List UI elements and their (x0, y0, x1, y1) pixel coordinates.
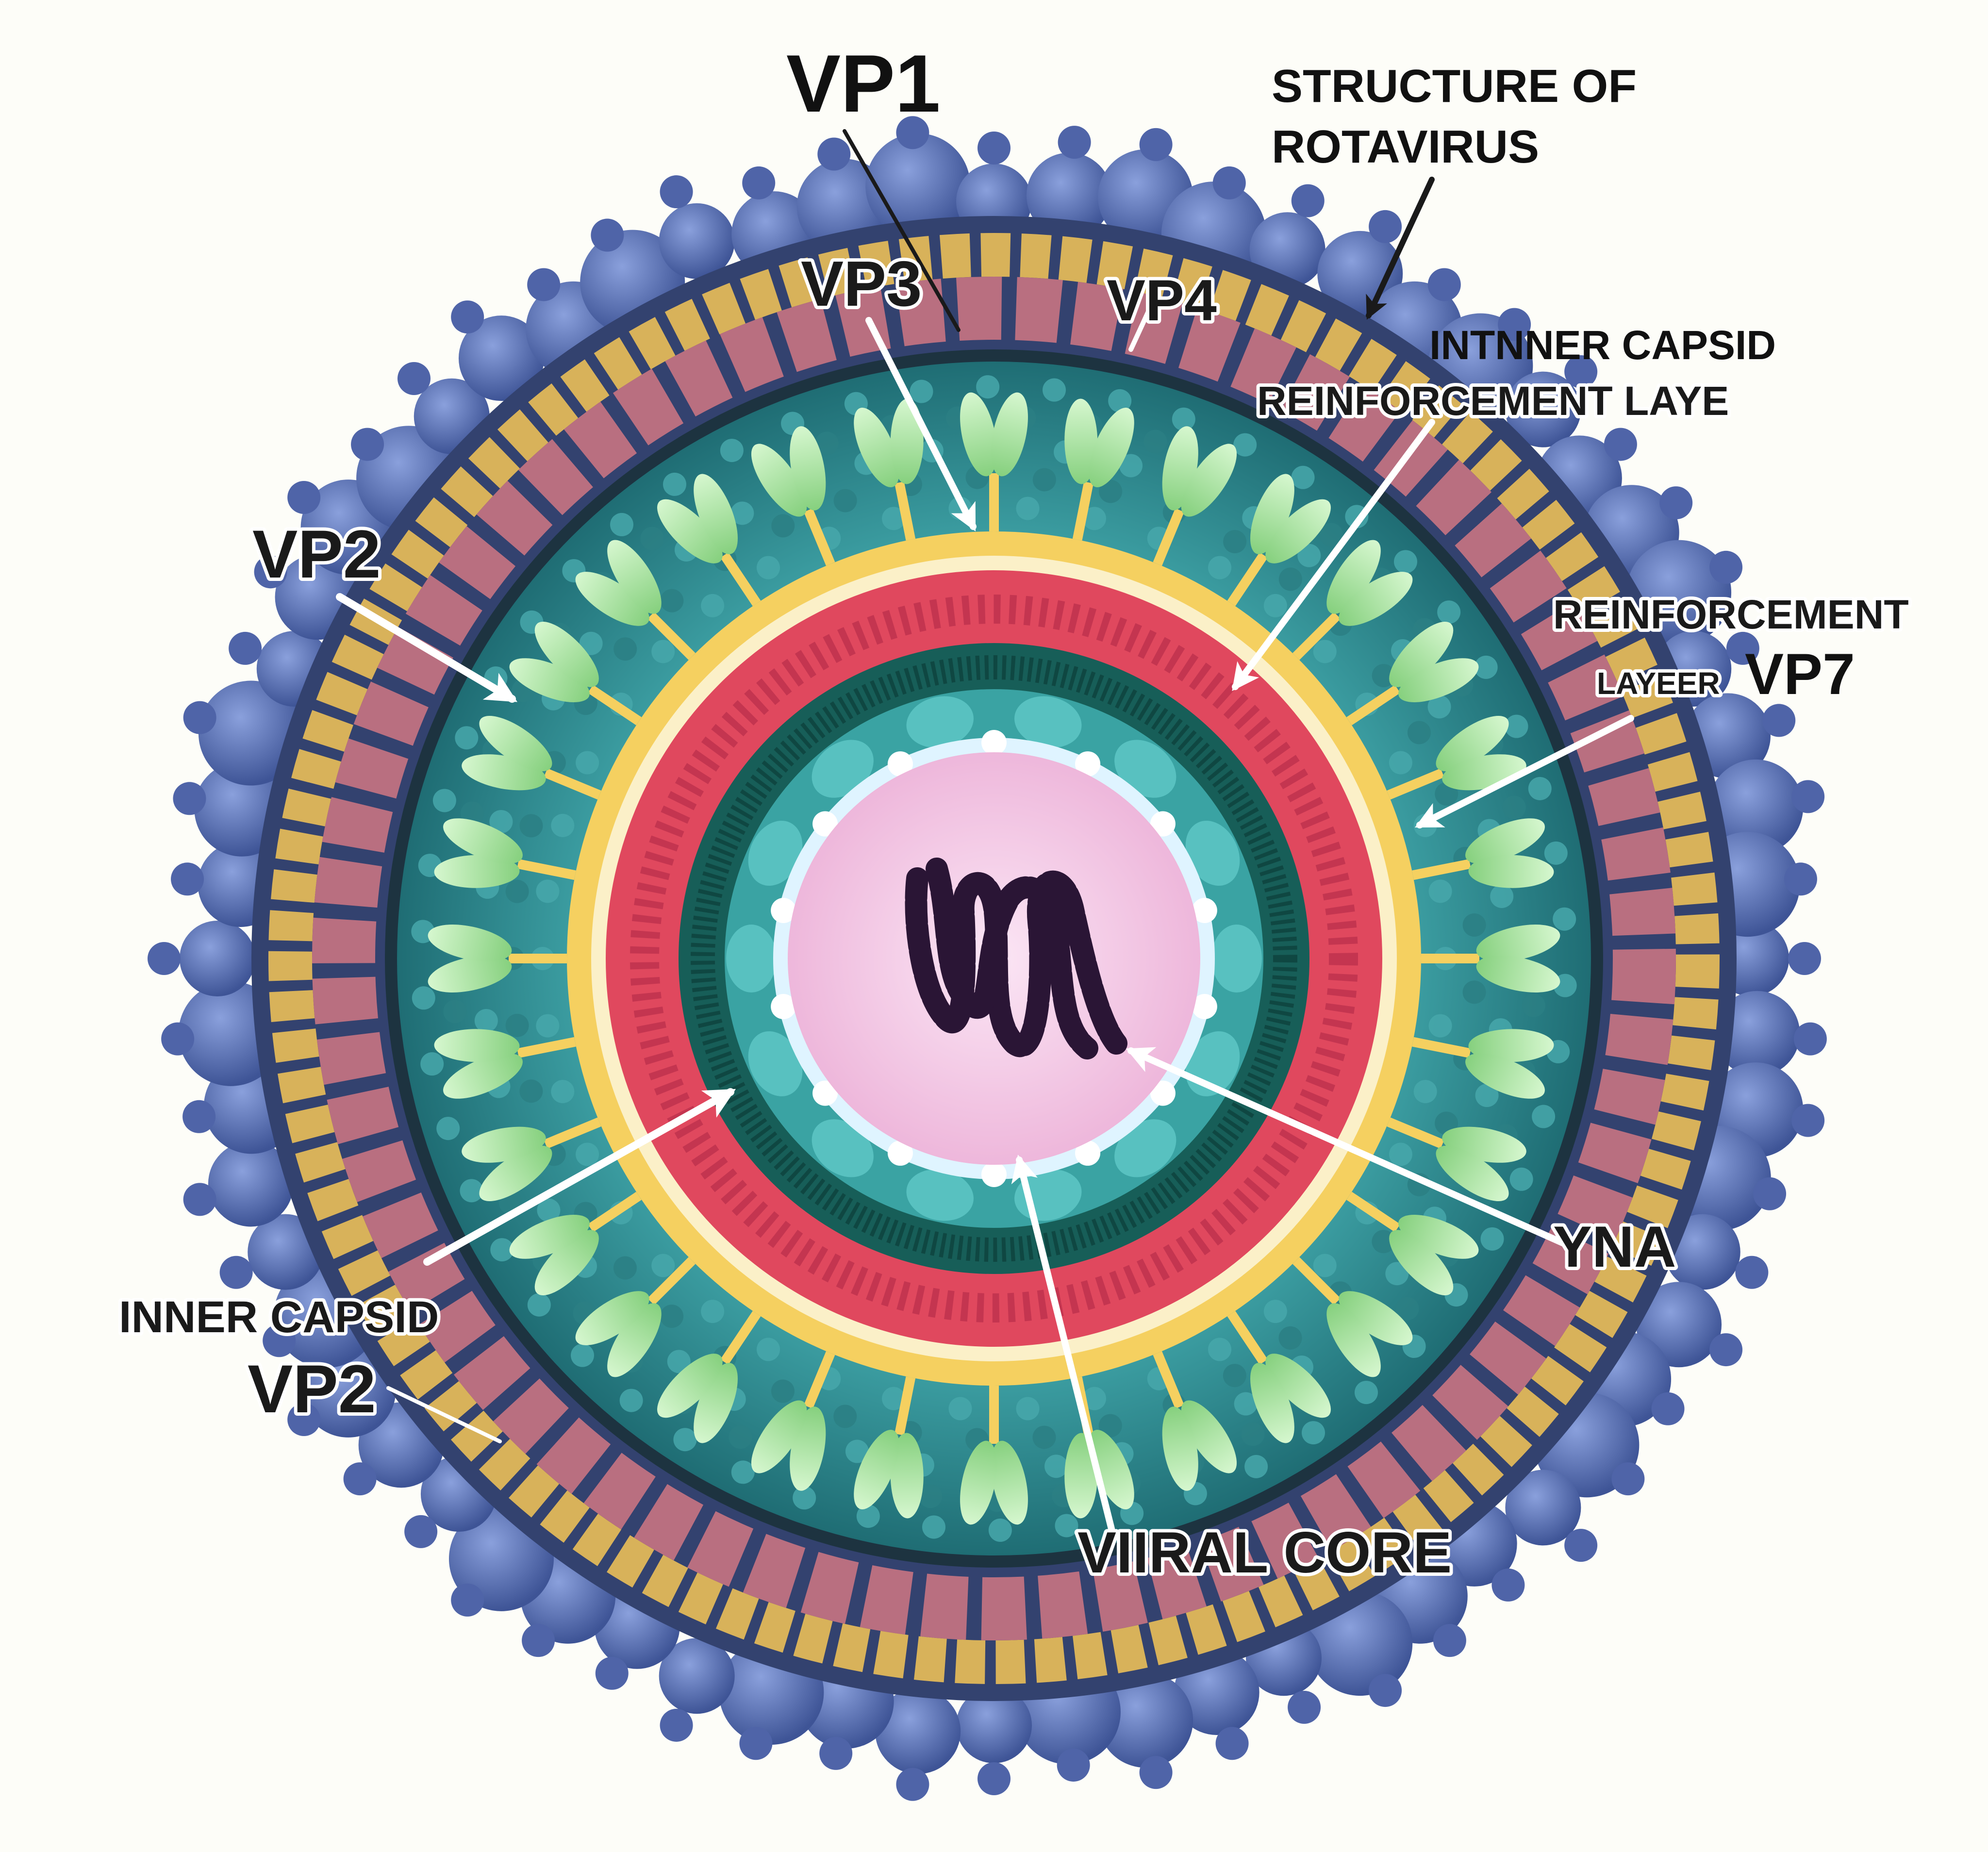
green-spike-proteins (428, 392, 1560, 1525)
label-layer: LAYEER (1597, 666, 1720, 701)
arrow-vp3 (865, 317, 977, 531)
label-vp2-left: VP2 (252, 516, 381, 592)
rna-strand-icon (905, 858, 1127, 1059)
green-spike-protein (1227, 474, 1331, 606)
green-spike-protein (1153, 426, 1237, 566)
green-spike-protein (1064, 398, 1134, 541)
arrow-vp7 (1415, 715, 1634, 828)
green-spike-protein (1412, 1029, 1554, 1099)
label-vp7: VP7 (1745, 642, 1855, 707)
title-line-1: STRUCTURE OF (1272, 60, 1637, 112)
label-reinforcement: REINFORCEMENT (1553, 592, 1909, 637)
arrow-vp1 (843, 129, 961, 332)
arrow-vp2-bottom (386, 1386, 502, 1443)
title-line-2: ROTAVIRUS (1272, 121, 1539, 173)
green-spike-protein (657, 474, 761, 606)
label-vp3: VP3 (801, 248, 922, 319)
green-spike-protein (428, 925, 567, 992)
blue-spike-protein (1714, 991, 1827, 1076)
blue-spike-protein (956, 1687, 1032, 1795)
green-spike-protein (434, 818, 576, 888)
green-spike-protein (462, 715, 601, 800)
dark-teal-ring-texture (691, 655, 1297, 1262)
label-inner-capsid-left: INNER CAPSID (119, 1292, 439, 1342)
membrane-nodes (771, 730, 1217, 1187)
label-reinforcement-laye: REINFORCEMENT LAYE (1257, 378, 1729, 424)
green-spike-protein (1153, 1351, 1237, 1491)
green-spike-protein (462, 1117, 601, 1202)
green-spike-protein (751, 426, 835, 566)
green-spike-protein (575, 540, 696, 660)
green-spike-protein (1292, 1257, 1413, 1377)
blue-spike-protein (148, 921, 255, 996)
green-spike-protein (960, 1386, 1028, 1525)
blue-spike-protein (1505, 355, 1598, 447)
arrow-vp4 (1128, 284, 1162, 352)
label-vp2-bottom: VP2 (248, 1351, 376, 1427)
label-rna: YNA (1553, 1214, 1676, 1279)
arrow-inner-capsid-left (423, 1088, 736, 1266)
green-spike-protein (509, 1191, 642, 1295)
green-spike-protein (854, 1376, 924, 1519)
green-spike-protein (1412, 818, 1554, 888)
green-spike-protein (1421, 925, 1560, 992)
green-spike-protein (854, 398, 924, 541)
green-spike-protein (1346, 622, 1479, 726)
pointer-arrows (336, 129, 1634, 1532)
blue-spike-protein (1098, 1672, 1193, 1789)
outer-pink-ring (312, 277, 1676, 1640)
green-spike-protein (960, 392, 1028, 531)
outer-yellow-ring (268, 233, 1720, 1684)
blue-spike-protein (875, 1688, 961, 1801)
arrow-vp2-left (336, 593, 518, 703)
label-vp4: VP4 (1107, 268, 1217, 333)
green-spike-protein (1387, 1117, 1526, 1202)
green-spike-protein (434, 1029, 576, 1099)
red-ring-texture (630, 595, 1358, 1323)
arrow-viral-core (1011, 1155, 1115, 1532)
arrow-inner-capsid-top (1232, 419, 1435, 691)
teal-beads (726, 696, 1262, 1221)
arrow-rna (1126, 1047, 1576, 1251)
blue-spike-protein (451, 300, 544, 401)
green-spike-protein (1227, 1311, 1331, 1443)
label-inner-capsid-top: INTNNER CAPSID (1429, 322, 1776, 368)
blue-spike-protein (1708, 759, 1825, 855)
green-spike-protein (509, 622, 642, 726)
blue-spike-protein (1026, 126, 1112, 238)
blue-spike-protein (1505, 1470, 1598, 1562)
blue-spike-protein (659, 1638, 735, 1742)
blue-spike-protein (659, 175, 735, 279)
blue-spike-protein (183, 680, 303, 786)
arrow-title (1366, 177, 1435, 320)
label-viral-core: VIIRAL CORE (1077, 1520, 1452, 1585)
green-spike-protein (575, 1257, 696, 1377)
blue-spike-protein (183, 1141, 294, 1227)
green-spike-protein (1292, 540, 1413, 660)
green-spike-protein (657, 1311, 761, 1443)
green-spike-protein (1346, 1191, 1479, 1295)
green-spike-protein (751, 1351, 835, 1491)
label-vp1: VP1 (786, 38, 941, 129)
